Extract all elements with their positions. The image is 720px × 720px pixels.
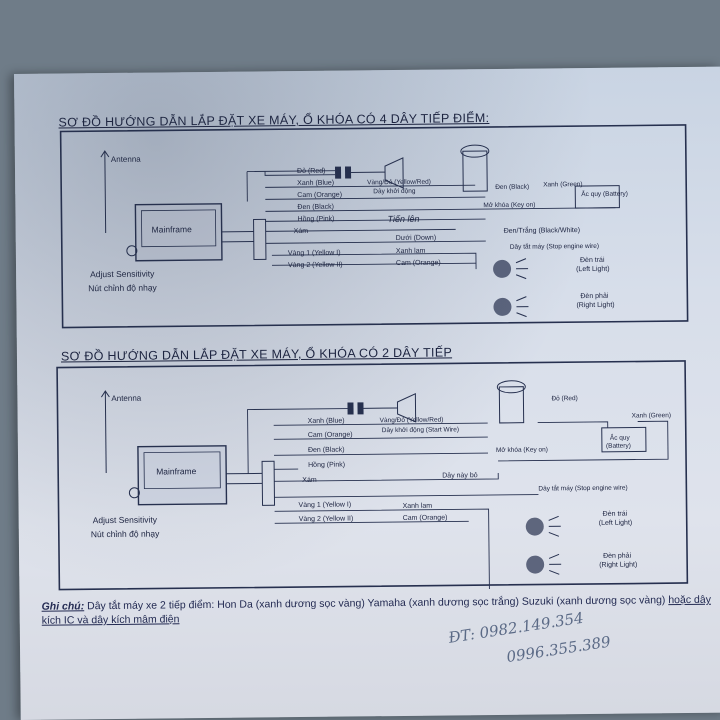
antenna-wire: [104, 151, 107, 234]
d2-adjust-label: Adjust Sensitivity: [93, 515, 158, 526]
d1-black-white: Đen/Trắng (Black/White): [504, 225, 580, 235]
d1-left-light-en: (Left Light): [576, 266, 610, 273]
d2-spare: Dây này bỏ: [442, 471, 478, 479]
d1-green: Xanh (Green): [543, 181, 582, 188]
d2-wire-black: Đen (Black): [308, 447, 345, 454]
antenna-label: Antenna: [111, 155, 141, 164]
d1-wire-black: Đen (Black): [297, 204, 334, 211]
d2-start-wire: Dây khởi động (Start Wire): [382, 425, 459, 434]
d1-wire-red: Đỏ (Red): [297, 167, 325, 175]
d2-blue-lam: Xanh lam: [403, 503, 433, 510]
adjust-label: Adjust Sensitivity: [90, 269, 155, 280]
d1-handwritten-up: Tiến lên: [387, 214, 419, 224]
d1-wire-orange: Cam (Orange): [297, 192, 342, 199]
d1-wire-yellow2: Vàng 2 (Yellow II): [288, 262, 343, 270]
d2-adjust-vn-label: Nút chỉnh độ nhạy: [91, 528, 160, 539]
d2-right-light: Đèn phải: [603, 553, 632, 560]
d2-antenna-label: Antenna: [111, 394, 141, 403]
d2-right-light-en: (Right Light): [599, 561, 637, 568]
d2-mainframe-label: Mainframe: [156, 466, 197, 476]
d2-left-light-en: (Left Light): [599, 520, 633, 527]
d2-key-on: Mở khóa (Key on): [496, 445, 548, 454]
d1-wire-yellow1: Vàng 1 (Yellow I): [288, 250, 341, 258]
adjust-vn-label: Nút chỉnh độ nhạy: [88, 283, 157, 294]
d2-stop-wire: Dây tắt máy (Stop engine wire): [538, 483, 627, 493]
d2-green: Xanh (Green): [632, 412, 671, 419]
d2-red-right: Đỏ (Red): [551, 394, 577, 402]
d1-left-light: Đèn trái: [580, 257, 605, 264]
wiring-diagram-2: Antenna Mainframe Adjust Sensitivity Nút…: [56, 360, 689, 591]
d1-cam-orange: Cam (Orange): [396, 260, 441, 267]
d2-battery-en: (Battery): [606, 443, 631, 450]
footnote: Ghi chú: Dây tắt máy xe 2 tiếp điểm: Hon…: [42, 593, 720, 628]
d2-wire-orange: Cam (Orange): [308, 431, 353, 438]
d2-yellow-red: Vàng/Đỏ (Yellow/Red): [380, 416, 444, 425]
d1-blue-lam: Xanh lam: [396, 248, 426, 255]
instruction-sheet: SƠ ĐỒ HƯỚNG DẪN LẮP ĐẶT XE MÁY, Ổ KHÓA C…: [14, 66, 720, 720]
d2-left-light: Đèn trái: [603, 511, 628, 518]
d2-battery: Ắc quy: [610, 433, 631, 442]
d1-wire-blue: Xanh (Blue): [297, 180, 334, 187]
d1-stop-wire: Dây tắt máy (Stop engine wire): [510, 241, 599, 251]
d2-wire-yellow1: Vàng 1 (Yellow I): [298, 501, 351, 509]
d2-wire-pink: Hồng (Pink): [308, 460, 345, 469]
d1-black-key: Đen (Black): [495, 184, 529, 191]
d1-key-on: Mở khóa (Key on): [483, 201, 535, 210]
handwritten-phone-2: 0996.355.389: [505, 632, 612, 667]
mainframe-label: Mainframe: [152, 224, 193, 234]
d1-start-wire: Dây khởi động: [373, 187, 416, 195]
d1-right-light-en: (Right Light): [576, 302, 614, 309]
d2-cam-orange: Cam (Orange): [403, 514, 448, 521]
note-label: Ghi chú:: [41, 600, 85, 613]
d2-wire-blue: Xanh (Blue): [308, 418, 345, 425]
d2-wire-violet: Xám: [302, 477, 317, 484]
wiring-diagram-1: Antenna Mainframe Adjust Sensitivity Nút…: [59, 124, 689, 329]
d1-wire-pink: Hồng (Pink): [297, 214, 334, 223]
sensitivity-knob: [126, 245, 138, 257]
d2-wire-yellow2: Vàng 2 (Yellow II): [299, 515, 354, 523]
d1-wire-violet: Xám: [294, 228, 309, 235]
d1-down: Dưới (Down): [396, 235, 436, 242]
d1-right-light: Đèn phải: [580, 293, 609, 300]
d1-battery: Ắc quy (Battery): [581, 189, 628, 198]
d1-yellow-red: Vàng/Đỏ (Yellow/Red): [367, 178, 431, 187]
